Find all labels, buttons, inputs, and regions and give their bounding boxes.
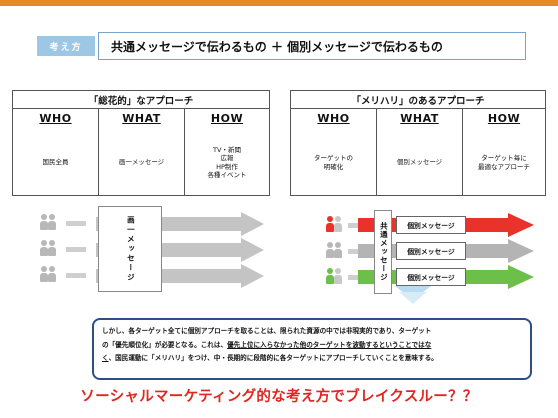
people-icon (40, 266, 56, 282)
right-col-what-head: WHAT (400, 112, 439, 125)
note-line-2a: の「優先順位化」が必要となる。これは、 (102, 340, 228, 349)
individual-message-label: 個別メッセージ (407, 248, 455, 256)
connector-dash (348, 223, 362, 228)
right-col-how: HOW ターゲット毎に 最適なアプローチ (463, 108, 545, 195)
people-icon (40, 214, 56, 230)
right-table-title: 「メリハリ」のあるアプローチ (291, 91, 545, 109)
left-table-title: 「総花的」なアプローチ (13, 91, 269, 109)
connector-dash (348, 275, 362, 280)
right-col-how-head: HOW (487, 112, 521, 125)
left-col-who: WHO 国民全員 (13, 108, 99, 195)
individual-message-label: 個別メッセージ (407, 274, 455, 282)
connector-dash (66, 273, 86, 278)
bottom-title: ソーシャルマーケティング的な考え方でブレイクスルー？？ (80, 389, 478, 405)
left-col-how-head: HOW (210, 112, 244, 125)
left-col-who-head: WHO (39, 112, 72, 125)
left-col-how-body: TV・新聞 広報 HP制作 各種イベント (207, 146, 247, 179)
left-col-how: HOW TV・新聞 広報 HP制作 各種イベント (185, 108, 269, 195)
individual-message-box: 個別メッセージ (396, 242, 466, 260)
right-col-who-head: WHO (317, 112, 350, 125)
right-col-how-body: ターゲット毎に 最適なアプローチ (478, 154, 530, 171)
headline: 共通メッセージで伝わるもの ＋ 個別メッセージで伝わるもの (98, 32, 526, 60)
common-message-label: 共通メッセージ (379, 222, 389, 282)
uniform-message-label: 画一メッセージ (126, 215, 136, 283)
note-line-3a: く (102, 354, 109, 363)
right-col-what: WHAT 個別メッセージ (377, 108, 463, 195)
connector-dash (66, 221, 86, 226)
top-accent-bar (0, 0, 558, 6)
right-col-who-body: ターゲットの 明確化 (314, 154, 353, 171)
connector-dash (66, 247, 86, 252)
explanation-note: しかし、各ターゲット全てに個別アプローチを取ることは、限られた資源の中では非現実… (92, 318, 532, 380)
left-col-what: WHAT 画一メッセージ (99, 108, 185, 195)
individual-message-box: 個別メッセージ (396, 216, 466, 234)
left-col-what-body: 画一メッセージ (118, 158, 165, 167)
uniform-message-box: 画一メッセージ (98, 206, 162, 292)
right-col-who: WHO ターゲットの 明確化 (291, 108, 377, 195)
right-col-what-body: 個別メッセージ (396, 158, 443, 167)
individual-message-label: 個別メッセージ (407, 222, 455, 230)
people-icon (40, 240, 56, 256)
chevron-down-icon (395, 286, 431, 304)
individual-message-box: 個別メッセージ (396, 268, 466, 286)
left-col-who-body: 国民全員 (42, 158, 69, 167)
note-line-3b: 、国民運動に「メリハリ」をつけ、中・長期的に段階的に各ターゲットにアプローチして… (108, 354, 438, 363)
people-icon (326, 242, 342, 258)
left-approach-table: 「総花的」なアプローチ WHO 国民全員 WHAT 画一メッセージ HOW TV… (12, 90, 270, 196)
common-message-box: 共通メッセージ (374, 210, 392, 294)
right-approach-table: 「メリハリ」のあるアプローチ WHO ターゲットの 明確化 WHAT 個別メッセ… (290, 90, 546, 196)
note-line-2b: 優先上位に入らなかった他のターゲットを波動するということではな (227, 340, 432, 349)
note-line-1: しかし、各ターゲット全てに個別アプローチを取ることは、限られた資源の中では非現実… (102, 327, 432, 335)
note-line-3: く、国民運動に「メリハリ」をつけ、中・長期的に段階的に各ターゲットにアプローチし… (102, 352, 522, 366)
connector-dash (348, 249, 362, 254)
people-icon (326, 216, 342, 232)
concept-tag: 考え方 (37, 36, 95, 56)
note-line-2: の「優先順位化」が必要となる。これは、優先上位に入らなかった他のターゲットを波動… (102, 339, 522, 353)
left-col-what-head: WHAT (122, 112, 161, 125)
people-icon (326, 268, 342, 284)
